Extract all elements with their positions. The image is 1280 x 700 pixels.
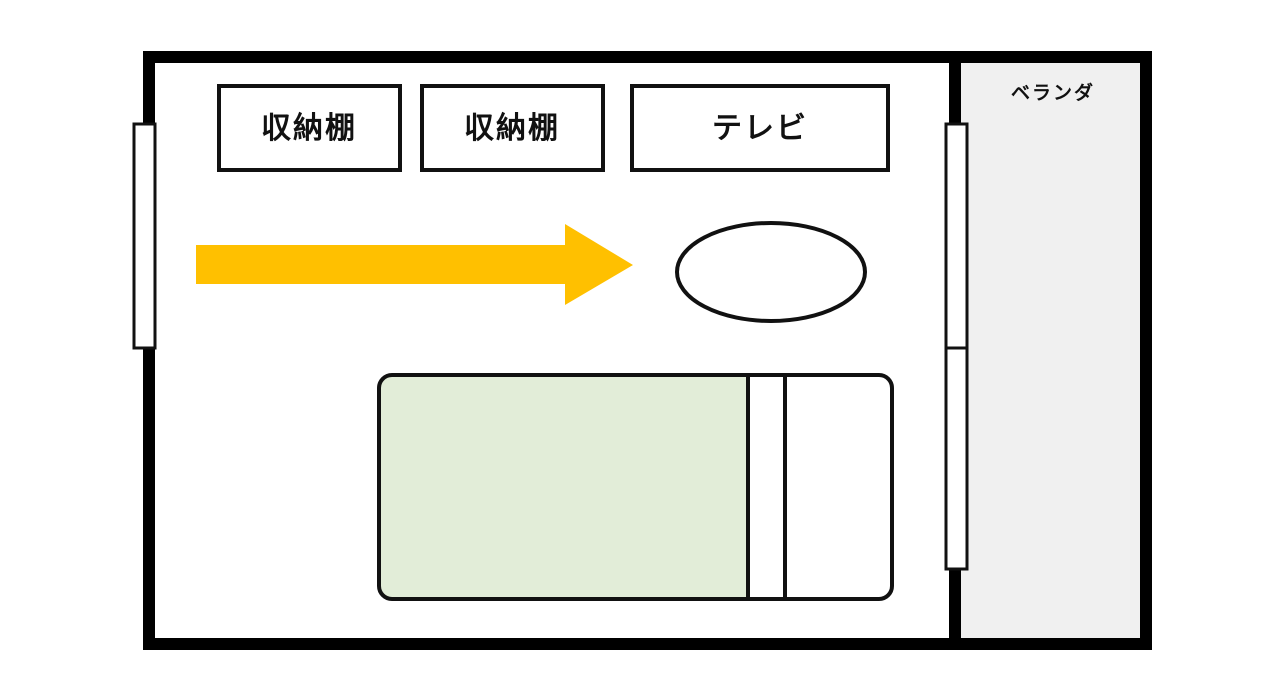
outer-wall (143, 51, 1152, 650)
sliding-door-veranda-lower (944, 346, 969, 571)
furniture-storage-shelf-1: 収納棚 (217, 84, 402, 172)
round-table (675, 221, 867, 323)
movement-arrow (196, 224, 633, 305)
veranda-label: ベランダ (1011, 81, 1095, 104)
bed-headboard (785, 375, 892, 599)
bed-mattress (379, 375, 748, 599)
television-box (630, 84, 890, 172)
furniture-television: テレビ (630, 84, 890, 172)
storage-shelf-2-label: 収納棚 (464, 112, 560, 145)
bed-pillow-strip (748, 375, 785, 599)
television-label: テレビ (712, 112, 808, 145)
window-left-frame (132, 122, 157, 350)
storage-shelf-2-box (420, 84, 605, 172)
bed (377, 373, 894, 601)
window-left (132, 122, 157, 350)
storage-shelf-1-box (217, 84, 402, 172)
veranda-floor (961, 62, 1140, 638)
sliding-door-veranda (944, 122, 969, 571)
sliding-door-veranda-upper (944, 122, 969, 350)
furniture-storage-shelf-2: 収納棚 (420, 84, 605, 172)
storage-shelf-1-label: 収納棚 (261, 112, 357, 145)
veranda-area: ベランダ (961, 62, 1140, 638)
bed-outline (377, 373, 894, 601)
